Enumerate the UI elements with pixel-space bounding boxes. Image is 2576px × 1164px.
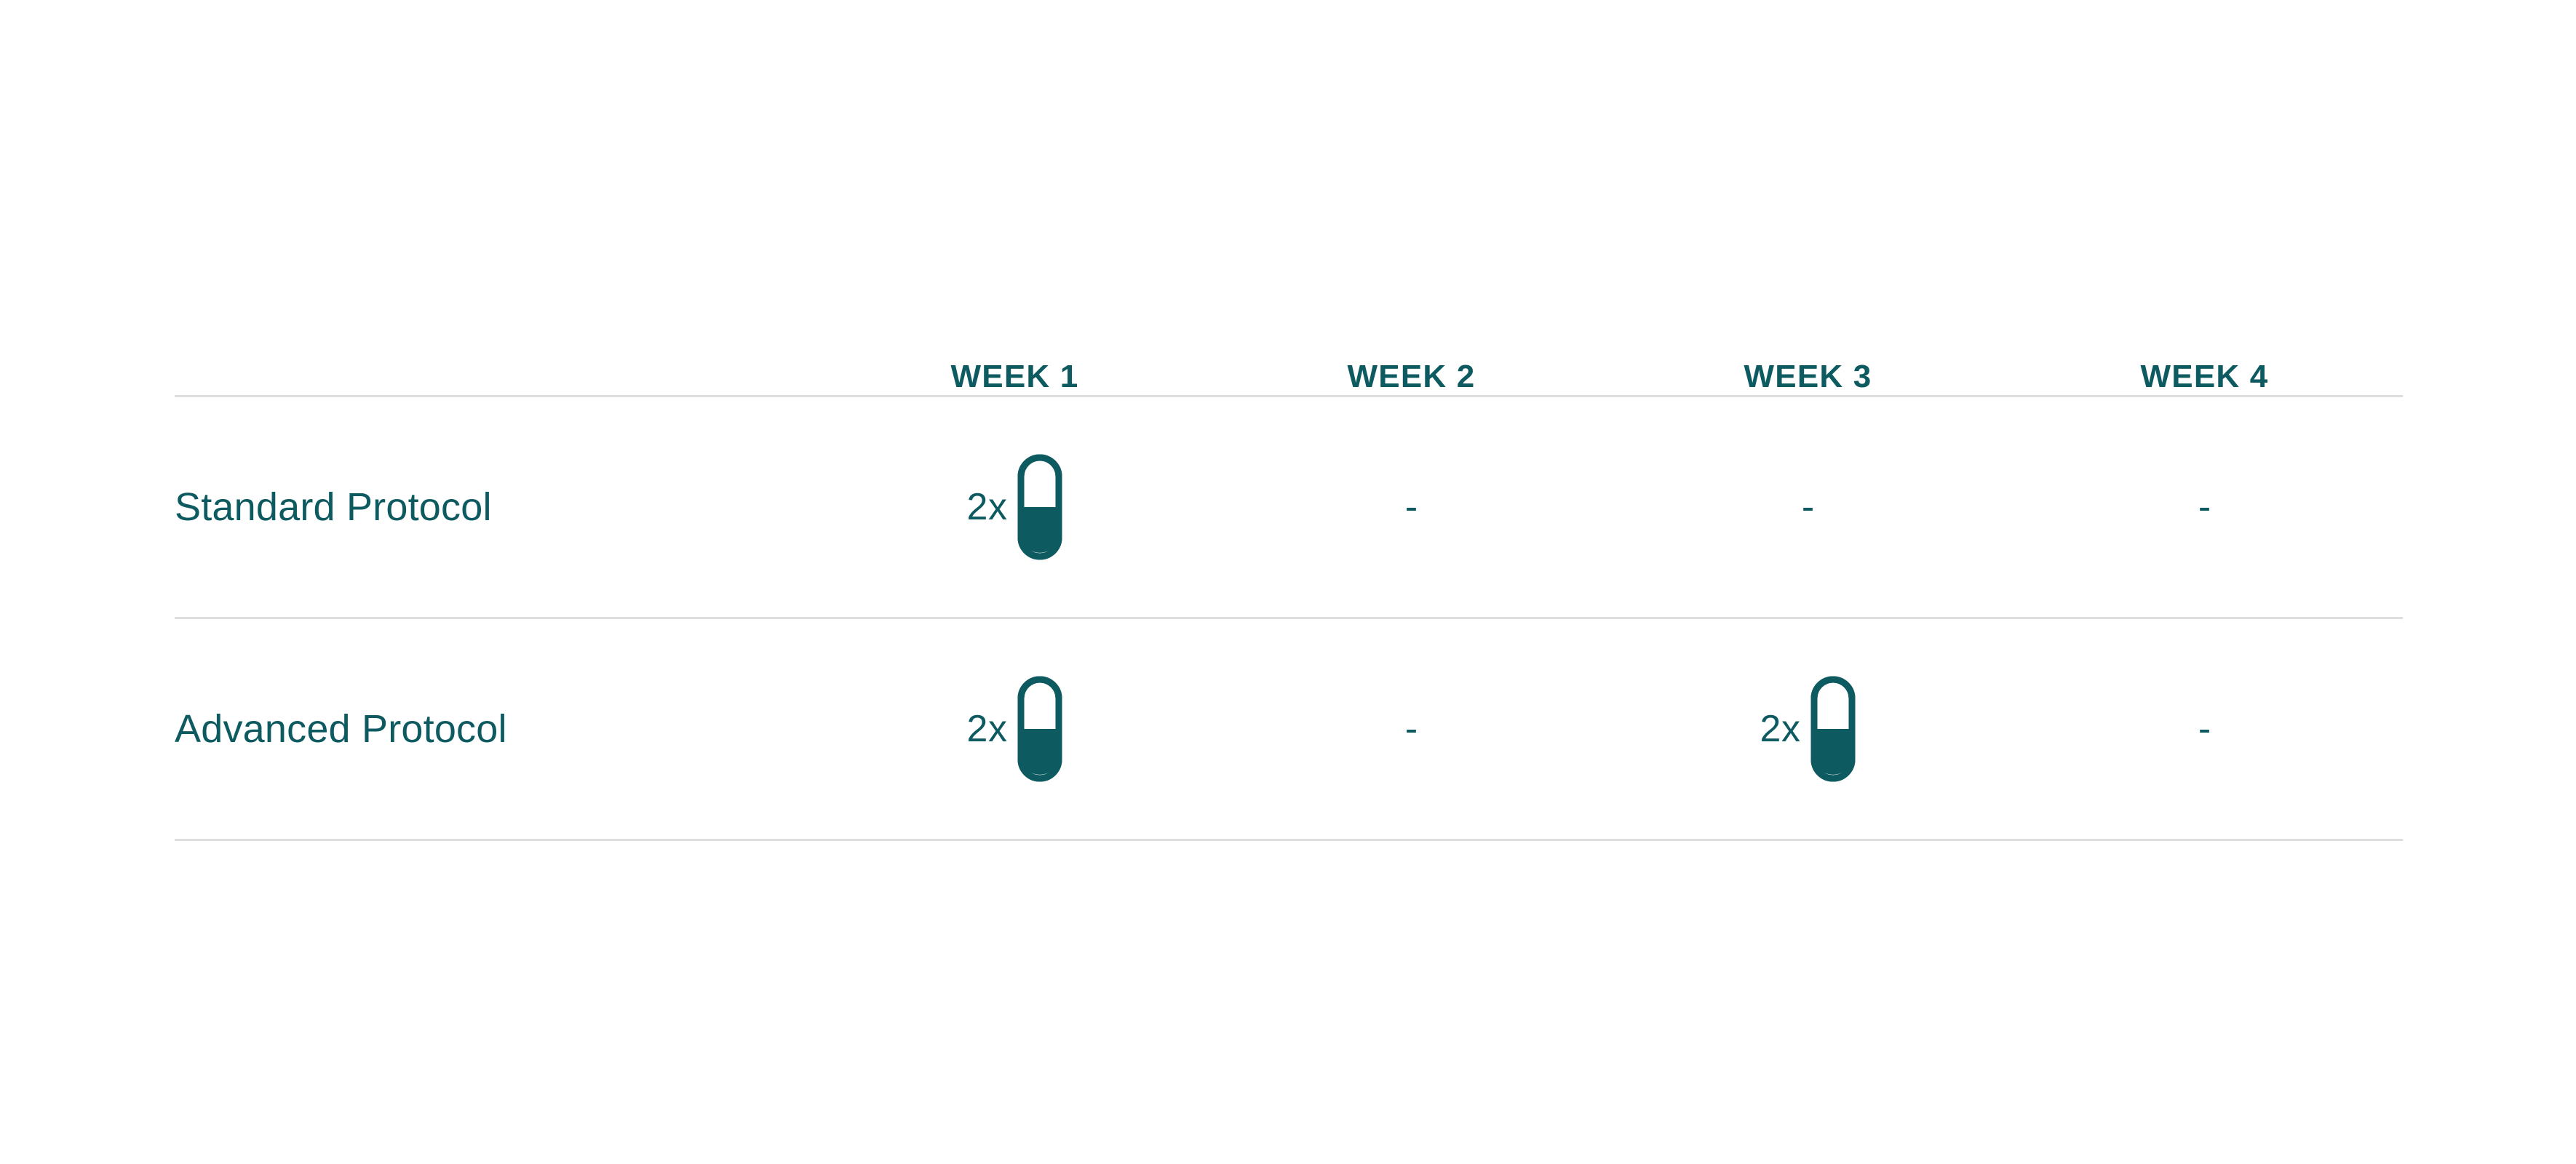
column-header-week-2: WEEK 2 (1347, 359, 1476, 394)
cell-standard-week-2: - (1213, 396, 1610, 618)
dosing-schedule-table: WEEK 1 WEEK 2 WEEK 3 WEEK 4 Standard Pro… (175, 269, 2403, 841)
dose-group: 2x (967, 454, 1063, 560)
column-header-week-4: WEEK 4 (2140, 359, 2269, 394)
header-row: WEEK 1 WEEK 2 WEEK 3 WEEK 4 (175, 269, 2403, 396)
row-label-standard-protocol: Standard Protocol (175, 485, 492, 529)
table-row: Advanced Protocol 2x - (175, 618, 2403, 840)
table-row: Standard Protocol 2x - - (175, 396, 2403, 618)
no-dose-dash: - (1801, 486, 1815, 528)
cell-advanced-week-4: - (2006, 618, 2403, 840)
header-label-spacer (175, 269, 816, 396)
cell-standard-week-3: - (1610, 396, 2006, 618)
dose-count-label: 2x (966, 486, 1008, 528)
no-dose-dash: - (1404, 486, 1418, 528)
no-dose-dash: - (2198, 486, 2211, 528)
pill-capsule-icon (1810, 676, 1856, 782)
dose-count-label: 2x (966, 708, 1008, 750)
cell-standard-week-4: - (2006, 396, 2403, 618)
table-header: WEEK 1 WEEK 2 WEEK 3 WEEK 4 (175, 269, 2403, 396)
column-header-week-3: WEEK 3 (1744, 359, 1872, 394)
pill-capsule-icon (1017, 454, 1062, 560)
cell-advanced-week-3: 2x (1610, 618, 2006, 840)
dose-group: 2x (1760, 676, 1856, 782)
pill-capsule-icon (1017, 676, 1062, 782)
cell-advanced-week-2: - (1213, 618, 1610, 840)
row-label-advanced-protocol: Advanced Protocol (175, 707, 507, 751)
cell-standard-week-1: 2x (816, 396, 1213, 618)
dose-count-label: 2x (1760, 708, 1801, 750)
no-dose-dash: - (2198, 708, 2211, 750)
no-dose-dash: - (1404, 708, 1418, 750)
column-header-week-1: WEEK 1 (950, 359, 1079, 394)
dose-group: 2x (967, 676, 1063, 782)
cell-advanced-week-1: 2x (816, 618, 1213, 840)
table-body: Standard Protocol 2x - - (175, 396, 2403, 840)
